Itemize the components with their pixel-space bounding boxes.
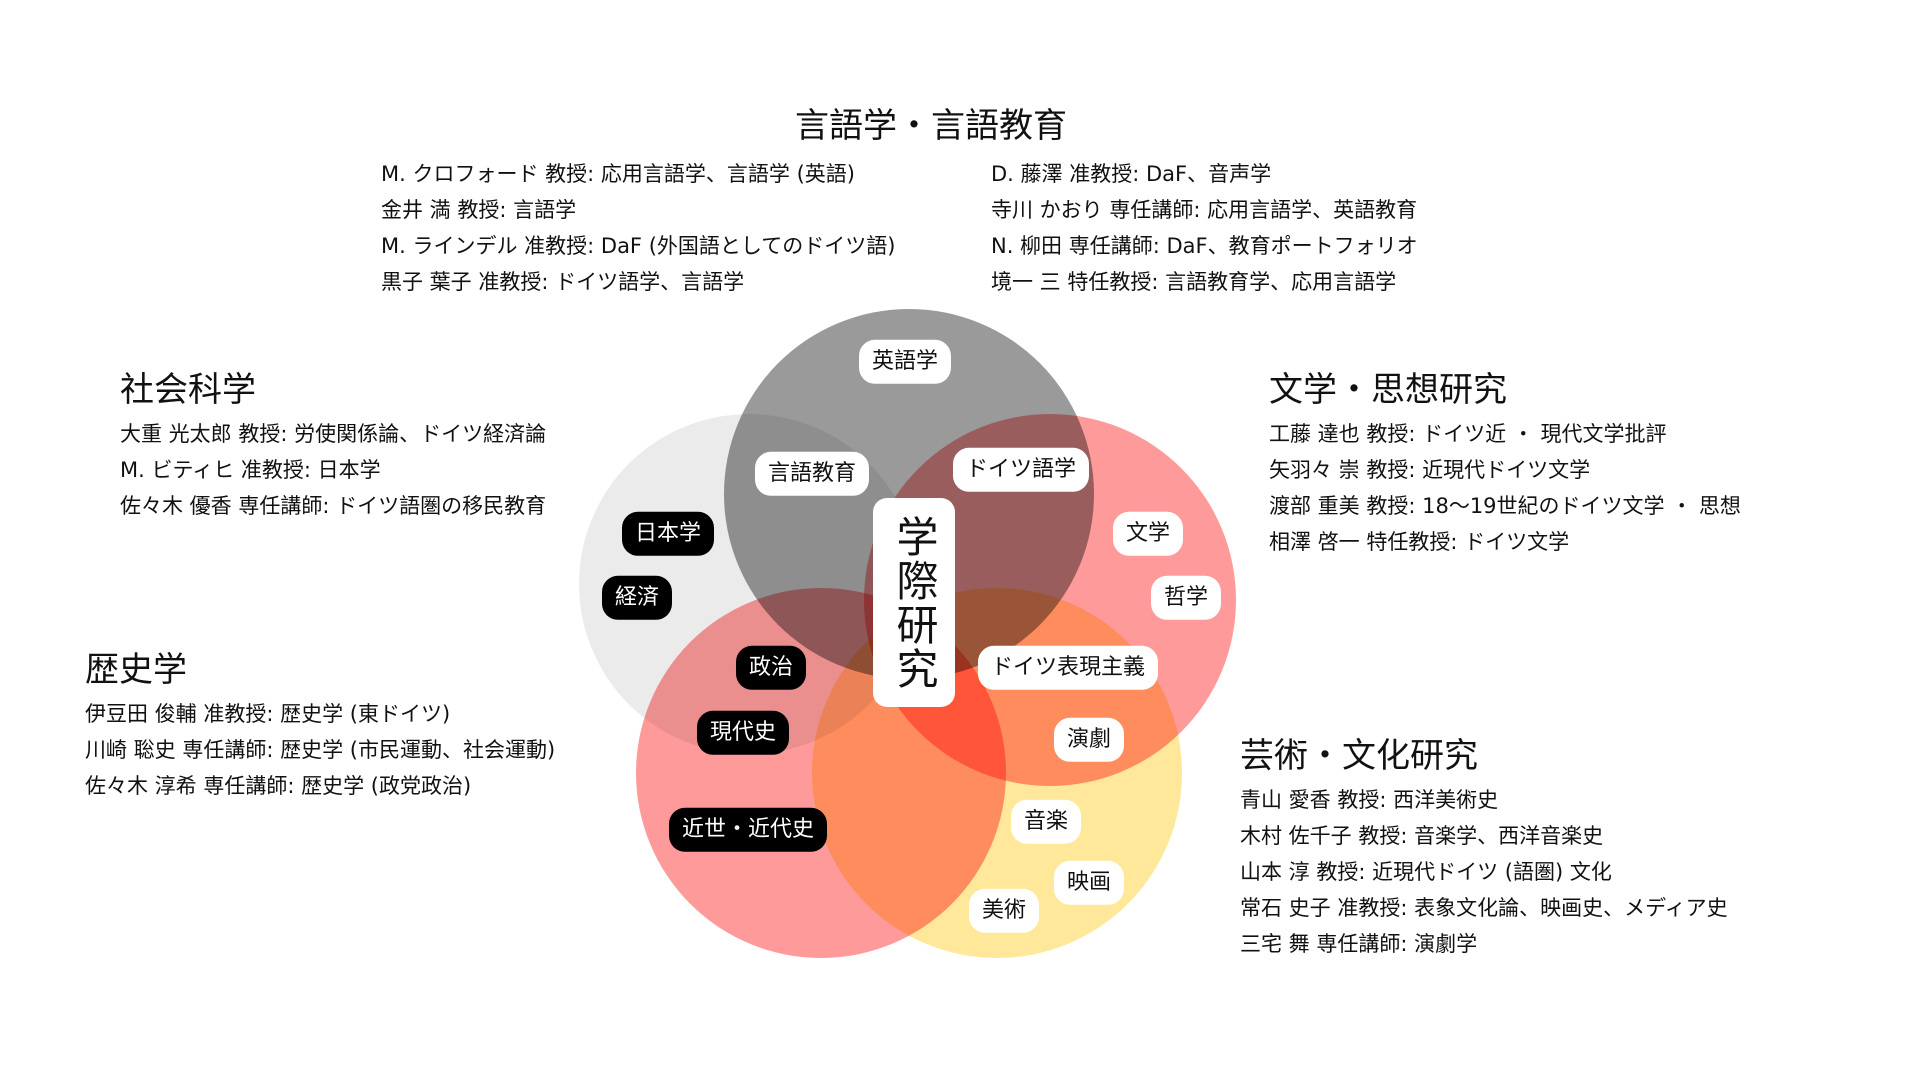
tag-film: 映画 <box>1053 860 1125 906</box>
member: 渡部 重美 教授: 18〜19世紀のドイツ文学 ・ 思想 <box>1269 494 1741 518</box>
member: 木村 佐千子 教授: 音楽学、西洋音楽史 <box>1240 824 1604 848</box>
member: 相澤 啓一 特任教授: ドイツ文学 <box>1269 530 1570 554</box>
member: 常石 史子 准教授: 表象文化論、映画史、メディア史 <box>1240 896 1728 920</box>
member: 山本 淳 教授: 近現代ドイツ (語圏) 文化 <box>1240 860 1612 884</box>
member: 佐々木 淳希 専任講師: 歴史学 (政党政治) <box>85 774 472 798</box>
tag-philosophy: 哲学 <box>1150 575 1222 621</box>
linguistics-right-list: D. 藤澤 准教授: DaF、音声学 寺川 かおり 専任講師: 応用言語学、英語… <box>991 156 1418 300</box>
literature-title: 文学・思想研究 <box>1269 370 1507 410</box>
member: M. クロフォード 教授: 応用言語学、言語学 (英語) <box>381 162 855 186</box>
linguistics-title: 言語学・言語教育 <box>795 106 1067 146</box>
center-label: 学際研究 <box>890 514 939 691</box>
arts-group: 芸術・文化研究 青山 愛香 教授: 西洋美術史 木村 佐千子 教授: 音楽学、西… <box>1240 734 1728 962</box>
tag-language-education: 言語教育 <box>754 451 870 497</box>
tag-politics: 政治 <box>735 645 807 691</box>
tag-expressionism: ドイツ表現主義 <box>977 645 1159 691</box>
member: 工藤 達也 教授: ドイツ近 ・ 現代文学批評 <box>1269 422 1667 446</box>
member: 矢羽々 崇 教授: 近現代ドイツ文学 <box>1269 458 1591 482</box>
tag-literature: 文学 <box>1112 511 1184 557</box>
member: 寺川 かおり 専任講師: 応用言語学、英語教育 <box>991 198 1418 222</box>
history-title: 歴史学 <box>85 650 187 690</box>
member: 大重 光太郎 教授: 労使関係論、ドイツ経済論 <box>120 422 547 446</box>
tag-german-linguistics: ドイツ語学 <box>952 447 1090 493</box>
social-science-title: 社会科学 <box>120 370 256 410</box>
member: 佐々木 優香 専任講師: ドイツ語圏の移民教育 <box>120 494 547 518</box>
member: N. 柳田 専任講師: DaF、教育ポートフォリオ <box>991 234 1418 258</box>
member: 川崎 聡史 専任講師: 歴史学 (市民運動、社会運動) <box>85 738 556 762</box>
tag-fine-art: 美術 <box>968 888 1040 934</box>
history-group: 歴史学 伊豆田 俊輔 准教授: 歴史学 (東ドイツ) 川崎 聡史 専任講師: 歴… <box>85 648 555 804</box>
member: D. 藤澤 准教授: DaF、音声学 <box>991 162 1272 186</box>
member: M. ラインデル 准教授: DaF (外国語としてのドイツ語) <box>381 234 896 258</box>
member: 境一 三 特任教授: 言語教育学、応用言語学 <box>991 270 1397 294</box>
tag-english: 英語学 <box>858 339 952 385</box>
member: 伊豆田 俊輔 准教授: 歴史学 (東ドイツ) <box>85 702 451 726</box>
member: M. ビティヒ 准教授: 日本学 <box>120 458 381 482</box>
tag-economics: 経済 <box>601 575 673 621</box>
member: 青山 愛香 教授: 西洋美術史 <box>1240 788 1499 812</box>
arts-title: 芸術・文化研究 <box>1240 736 1478 776</box>
literature-group: 文学・思想研究 工藤 達也 教授: ドイツ近 ・ 現代文学批評 矢羽々 崇 教授… <box>1269 368 1741 560</box>
member: 黒子 葉子 准教授: ドイツ語学、言語学 <box>381 270 745 294</box>
tag-japanology: 日本学 <box>621 511 715 557</box>
member: 金井 満 教授: 言語学 <box>381 198 577 222</box>
tag-contemporary-history: 現代史 <box>696 710 790 756</box>
social-science-group: 社会科学 大重 光太郎 教授: 労使関係論、ドイツ経済論 M. ビティヒ 准教授… <box>120 368 546 524</box>
tag-early-modern-history: 近世・近代史 <box>668 807 828 853</box>
tag-music: 音楽 <box>1010 799 1082 845</box>
member: 三宅 舞 専任講師: 演劇学 <box>1240 932 1478 956</box>
center-label-box: 学際研究 <box>873 498 955 707</box>
tag-theater: 演劇 <box>1053 717 1125 763</box>
linguistics-left-list: M. クロフォード 教授: 応用言語学、言語学 (英語) 金井 満 教授: 言語… <box>381 156 895 300</box>
